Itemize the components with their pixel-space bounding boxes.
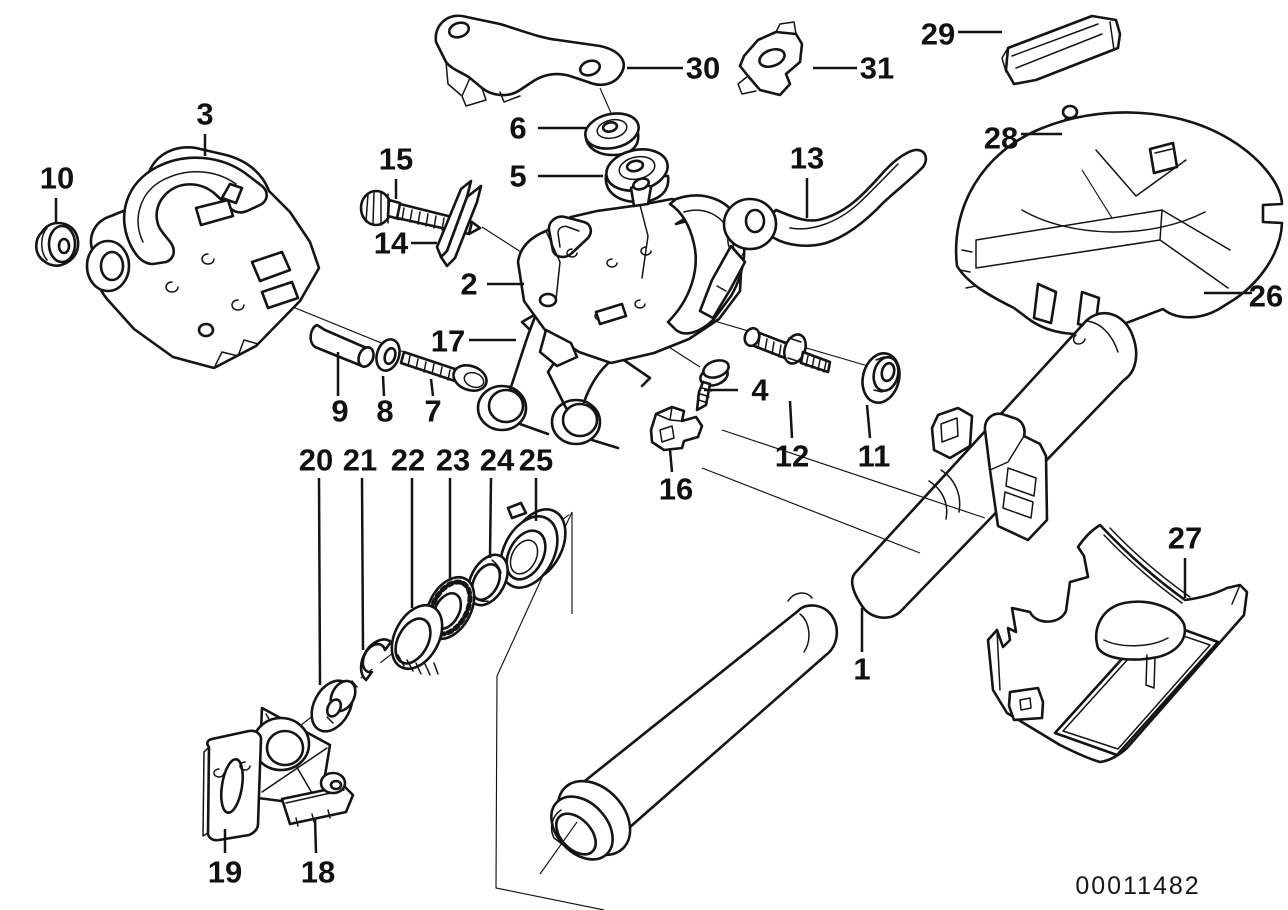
leader-line-18 [313, 817, 318, 854]
leader-lines [54, 30, 1252, 854]
part-label-2[interactable]: 2 [460, 267, 477, 302]
part-label-24[interactable]: 24 [480, 443, 515, 478]
part-label-29[interactable]: 29 [921, 17, 955, 52]
part-label-9[interactable]: 9 [331, 394, 348, 429]
mounting-plane-sheet [495, 511, 605, 910]
part-label-13[interactable]: 13 [790, 141, 824, 176]
construction-lines-over [539, 169, 1113, 875]
part-16-clip-drawing [649, 405, 704, 452]
part-label-12[interactable]: 12 [775, 439, 809, 474]
part-27-lower-column-cover-drawing [986, 523, 1249, 764]
leader-line-11 [865, 404, 872, 439]
part-9-spacer-sleeve-drawing [309, 323, 375, 368]
part-29-rail-clip-drawing [1001, 14, 1122, 86]
leader-line-24 [488, 477, 493, 559]
part-label-26[interactable]: 26 [1249, 279, 1283, 314]
part-2-column-bracket-drawing [516, 177, 746, 368]
part-label-22[interactable]: 22 [391, 443, 425, 478]
leader-line-20 [317, 477, 322, 686]
part-label-30[interactable]: 30 [686, 51, 720, 86]
part-label-31[interactable]: 31 [860, 51, 894, 86]
part-label-20[interactable]: 20 [299, 443, 333, 478]
part-1-steering-tube-upper-drawing [850, 311, 1138, 619]
part-7-hex-bolt-drawing [399, 350, 488, 392]
part-22-slotted-ring-drawing [390, 603, 444, 676]
part-21-half-ring-drawing [359, 638, 393, 682]
part-1-steering-tube-lower-drawing [550, 592, 839, 861]
part-14-wedge-clip-drawing [435, 179, 483, 268]
leader-line-7 [429, 378, 435, 397]
part-label-15[interactable]: 15 [379, 142, 413, 177]
part-3-upper-bracket-drawing [85, 146, 321, 370]
part-5-grommet-large-drawing [604, 148, 670, 204]
part-label-4[interactable]: 4 [751, 373, 769, 408]
part-label-27[interactable]: 27 [1168, 521, 1202, 556]
part-31-clamp-drawing [737, 21, 804, 97]
part-label-17[interactable]: 17 [431, 324, 465, 359]
leader-line-21 [360, 477, 365, 651]
part-11-flange-nut-drawing [861, 352, 901, 404]
diagram-id-code: 00011482 [1075, 872, 1200, 900]
part-label-3[interactable]: 3 [196, 97, 213, 132]
part-label-18[interactable]: 18 [301, 855, 335, 890]
part-label-16[interactable]: 16 [659, 472, 693, 507]
part-label-5[interactable]: 5 [509, 159, 526, 194]
leader-line-12 [788, 400, 794, 439]
part-4-tapping-screw-drawing [695, 359, 730, 412]
part-20-cap-drawing [310, 679, 358, 733]
part-6-grommet-small-drawing [584, 112, 640, 157]
part-label-11[interactable]: 11 [858, 439, 891, 474]
part-30-bracket-plate-drawing [434, 14, 625, 107]
part-label-8[interactable]: 8 [376, 394, 393, 429]
part-8-washer-drawing [375, 338, 401, 372]
part-label-19[interactable]: 19 [208, 855, 242, 890]
leader-line-16 [668, 449, 674, 473]
part-label-7[interactable]: 7 [424, 394, 441, 429]
leader-line-8 [381, 375, 386, 397]
part-17-torsion-springs-drawing [476, 312, 652, 450]
part-10-bushing-drawing [34, 221, 80, 267]
part-label-25[interactable]: 25 [519, 443, 553, 478]
part-25-bearing-ring-drawing [499, 501, 567, 589]
part-26-upper-column-cover-drawing [954, 111, 1284, 336]
part-15-knurled-screw-drawing [359, 189, 482, 236]
part-label-28[interactable]: 28 [984, 121, 1018, 156]
part-13-clamping-lever-drawing [698, 148, 928, 320]
part-label-1[interactable]: 1 [853, 652, 870, 687]
part-label-6[interactable]: 6 [509, 111, 526, 146]
part-18-bearing-housing-drawing [251, 706, 355, 827]
part-12-adjusting-bolt-drawing [743, 326, 832, 374]
part-label-23[interactable]: 23 [436, 443, 470, 478]
part-label-21[interactable]: 21 [343, 443, 377, 478]
part-19-pad-plate-drawing [202, 729, 263, 842]
part-24-wave-washer-drawing [467, 553, 509, 607]
part-label-14[interactable]: 14 [374, 226, 409, 261]
part-label-10[interactable]: 10 [40, 161, 74, 196]
